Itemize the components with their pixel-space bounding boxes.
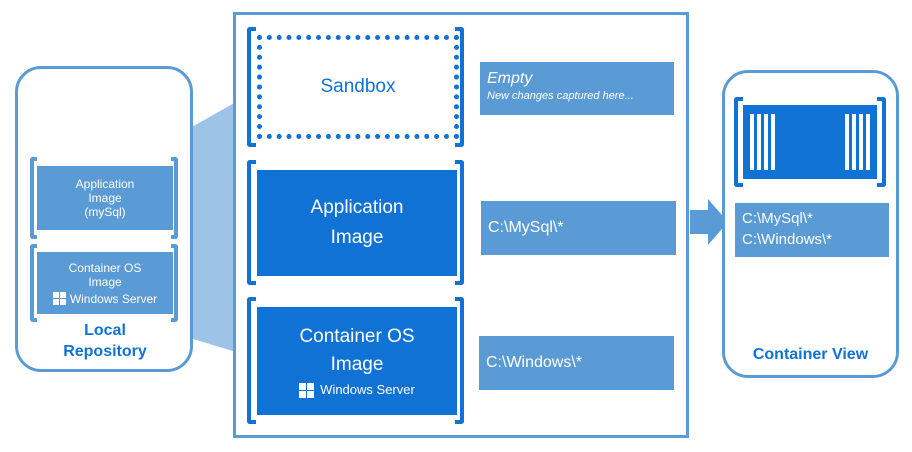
app-image-line1: Application [310, 197, 404, 218]
repo-container-os-image: Container OS Image Windows Server [37, 252, 173, 314]
shipping-container-icon [734, 97, 886, 187]
repo-app-line1: Application [75, 177, 135, 191]
windows-logo-icon [299, 382, 315, 398]
repo-bracket-left-bottom [30, 244, 37, 322]
repo-application-image: Application Image (mySql) [37, 166, 173, 230]
app-bracket-left [247, 160, 256, 285]
os-bracket-left [247, 297, 256, 424]
repo-bracket-right-bottom [171, 244, 178, 322]
sandbox-label: Sandbox [320, 76, 396, 97]
app-image-path-text: C:\MySql\* [488, 219, 564, 236]
sandbox-note-sub: New changes captured here... [487, 90, 634, 102]
repo-app-line2: Image [88, 191, 122, 205]
repo-bracket-right-top [171, 157, 178, 239]
sandbox-bracket-right [455, 27, 464, 147]
os-image-line2: Image [330, 354, 384, 375]
local-repository-label-line2: Repository [63, 343, 147, 360]
container-view-label: Container View [722, 346, 899, 364]
os-image-brand: Windows Server [320, 382, 415, 397]
app-image-path: C:\MySql\* [481, 201, 676, 255]
local-repository-label-line1: Local [84, 322, 126, 339]
os-image-path-text: C:\Windows\* [486, 354, 583, 371]
container-view-paths: C:\MySql\* C:\Windows\* [735, 203, 889, 257]
app-image-line2: Image [330, 227, 384, 248]
container-view-path2: C:\Windows\* [742, 231, 833, 248]
application-image-layer: Application Image [257, 170, 457, 276]
container-os-image-layer: Container OS Image Windows Server [257, 307, 457, 415]
sandbox-note-title: Empty [487, 70, 533, 87]
repo-os-line2: Image [88, 274, 122, 289]
windows-logo-icon [52, 292, 66, 305]
repo-os-line1: Container OS [68, 260, 142, 275]
sandbox-layer: Sandbox [257, 35, 459, 139]
os-bracket-right [455, 297, 464, 424]
local-repository-label: Local Repository [30, 320, 180, 362]
sandbox-bracket-left [247, 27, 256, 147]
sandbox-note: Empty New changes captured here... [480, 62, 674, 115]
container-view-label-text: Container View [752, 346, 869, 363]
os-image-path: C:\Windows\* [479, 336, 674, 390]
container-view-path1: C:\MySql\* [742, 210, 813, 227]
repo-bracket-left-top [30, 157, 37, 239]
os-image-line1: Container OS [299, 326, 415, 347]
app-bracket-right [455, 160, 464, 285]
repo-app-line3: (mySql) [84, 205, 126, 219]
repo-os-brand: Windows Server [69, 291, 158, 306]
